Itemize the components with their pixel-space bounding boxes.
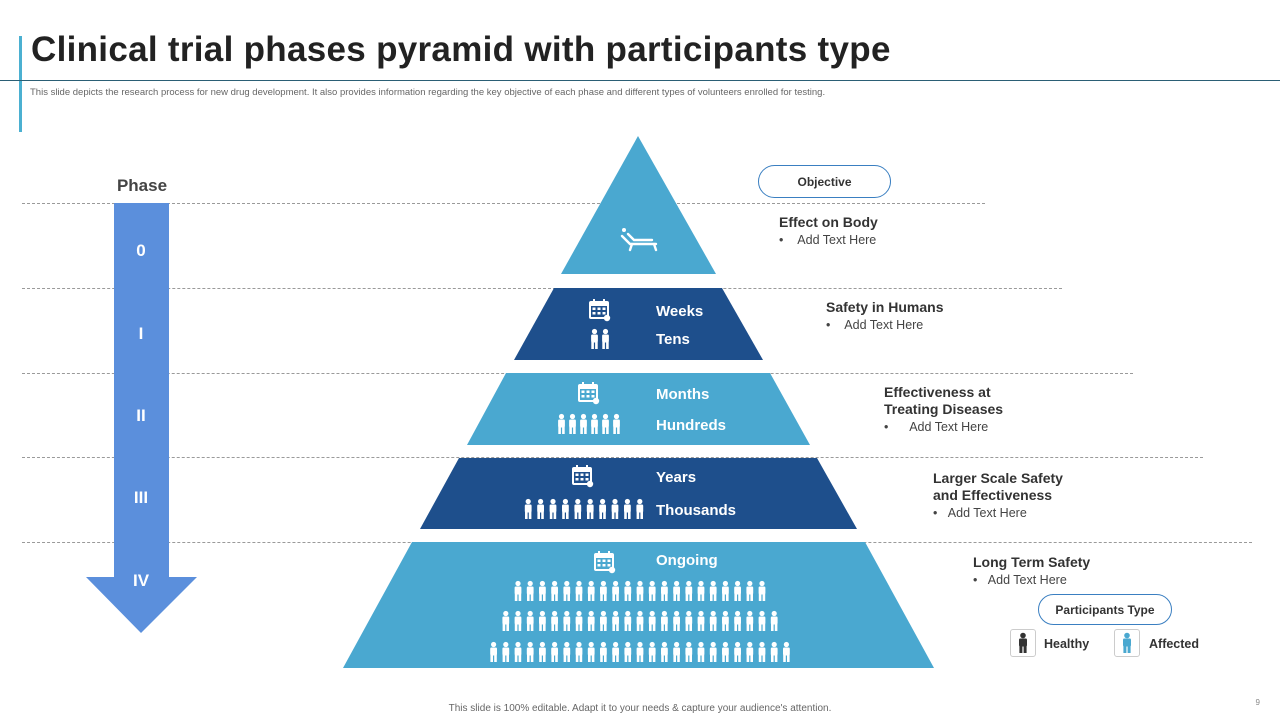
tier2-participants: Hundreds: [656, 417, 727, 434]
phase-label-0: 0: [136, 241, 146, 260]
phase-label-2: II: [136, 406, 146, 425]
title-divider: [0, 80, 1280, 81]
footer-note: This slide is 100% editable. Adapt it to…: [448, 703, 832, 714]
calendar-icon: [589, 299, 611, 322]
objective-title-0: Effect on Body: [779, 214, 878, 230]
participants-type-pill: Participants Type: [1038, 594, 1172, 625]
title-accent-bar: [19, 36, 22, 132]
healthy-label: Healthy: [1044, 637, 1090, 651]
objective-title-2: Effectiveness at Treating Diseases: [884, 384, 1004, 417]
phase-label-4: IV: [132, 571, 150, 590]
tier2-duration: Months: [656, 386, 710, 403]
affected-legend-box: [1114, 629, 1140, 657]
page-number: 9: [1255, 698, 1260, 707]
pyramid-tier-4: [343, 542, 934, 668]
objective-title-4: Long Term Safety: [973, 554, 1091, 570]
tier1-duration: Weeks: [656, 303, 704, 320]
phase-label-3: III: [133, 488, 149, 507]
tier3-participants: Thousands: [656, 502, 737, 519]
pyramid-tier-2: [467, 373, 810, 445]
objective-title-3: Larger Scale Safety and Effectiveness: [933, 470, 1063, 503]
calendar-icon: [572, 465, 594, 488]
phase-label-1: I: [138, 324, 144, 343]
person-icon-healthy: [1019, 632, 1027, 653]
tier1-participants: Tens: [656, 331, 690, 348]
page-subtitle: This slide depicts the research process …: [30, 87, 826, 98]
affected-label: Affected: [1149, 637, 1200, 651]
page-title: Clinical trial phases pyramid with parti…: [31, 30, 891, 69]
objective-bullet-4: • Add Text Here: [973, 573, 1067, 587]
objective-bullet-0: • Add Text Here: [779, 233, 877, 247]
objective-bullet-1: • Add Text Here: [826, 318, 924, 332]
separator-line: [22, 288, 1062, 289]
objective-pill: Objective: [758, 165, 891, 198]
objective-bullet-3: • Add Text Here: [933, 506, 1027, 520]
separator-line: [22, 457, 1203, 458]
healthy-legend-box: [1010, 629, 1036, 657]
tier4-duration: Ongoing: [656, 552, 718, 569]
objective-title-1: Safety in Humans: [826, 299, 944, 315]
person-icon-affected: [1123, 632, 1131, 653]
pyramid-tier-1: [514, 288, 763, 360]
lounge-chair-icon: [620, 228, 658, 252]
phase-heading: Phase: [116, 176, 168, 195]
objective-bullet-2: • Add Text Here: [884, 420, 989, 434]
pyramid-tier-0: [561, 136, 716, 274]
calendar-icon: [578, 382, 600, 405]
calendar-icon: [594, 551, 616, 574]
tier3-duration: Years: [656, 469, 697, 486]
separator-line: [22, 203, 985, 204]
